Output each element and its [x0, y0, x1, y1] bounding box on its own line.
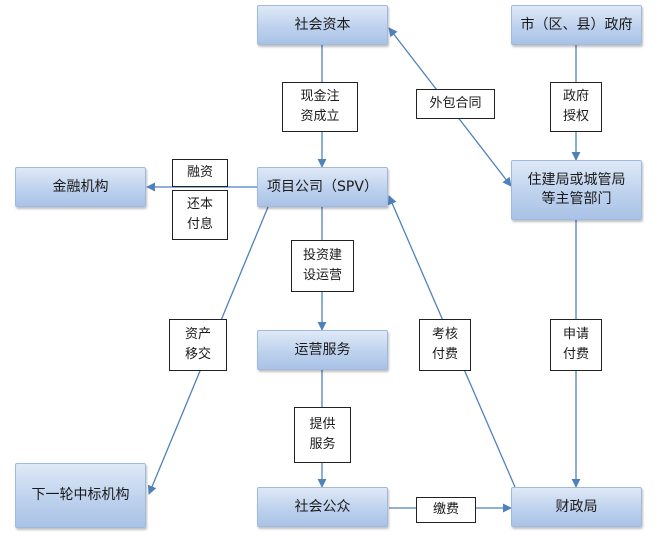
label-fee-payment: 缴费	[416, 497, 476, 523]
box-city-government: 市（区、县）政府	[511, 5, 642, 45]
box-public: 社会公众	[257, 487, 388, 527]
label-invest-build-operate: 投资建 设运营	[291, 240, 354, 292]
label-apply-payment: 申请 付费	[550, 319, 602, 371]
connector-group	[146, 27, 581, 513]
box-operation-service: 运营服务	[257, 330, 388, 370]
label-cash-injection: 现金注 资成立	[282, 82, 358, 132]
box-social-capital: 社会资本	[257, 5, 388, 45]
box-financial-institution: 金融机构	[15, 167, 146, 207]
label-provide-service: 提供 服务	[294, 407, 351, 463]
box-next-bidder: 下一轮中标机构	[15, 463, 146, 528]
label-repay-interest: 还本 付息	[172, 190, 228, 240]
box-housing-bureau: 住建局或城管局 等主管部门	[511, 160, 642, 220]
label-outsourcing-contract: 外包合同	[416, 89, 495, 119]
box-finance-bureau: 财政局	[511, 487, 642, 527]
label-financing: 融资	[172, 159, 228, 187]
label-asset-transfer: 资产 移交	[169, 319, 227, 371]
box-project-company: 项目公司（SPV）	[257, 167, 388, 207]
label-assess-pay: 考核 付费	[419, 319, 471, 371]
label-government-authorization: 政府 授权	[550, 82, 602, 132]
